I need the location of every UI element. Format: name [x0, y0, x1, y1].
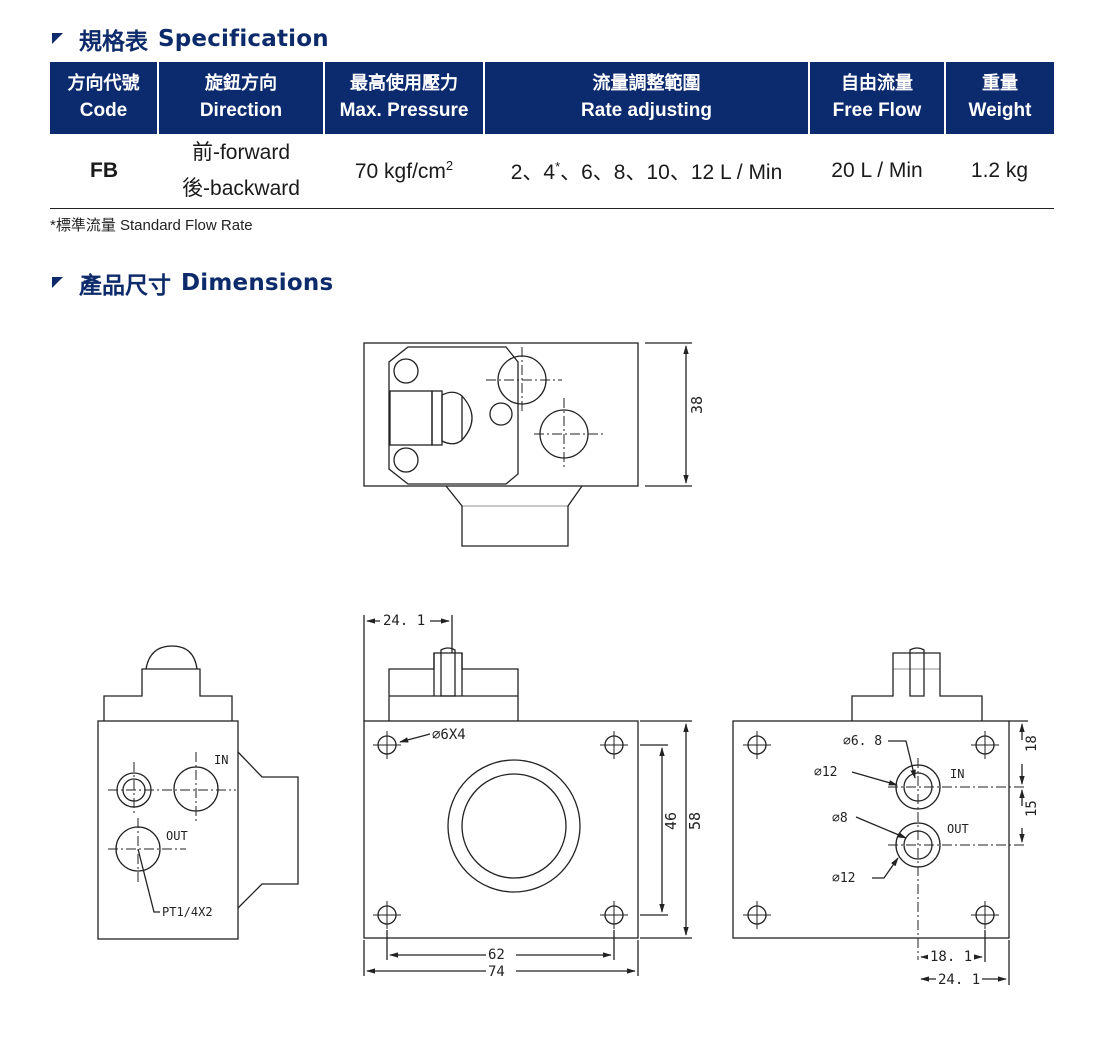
mount-holes: [373, 731, 628, 929]
dim-24-1-top-label: 24. 1: [383, 613, 425, 629]
footnote: *標準流量 Standard Flow Rate: [50, 217, 253, 234]
hole-spec-label: ⌀6X4: [432, 727, 466, 743]
dim-heading-zh: 產品尺寸: [79, 273, 171, 299]
dim-heading-en: Dimensions: [181, 270, 334, 296]
d-12-a-label: ⌀12: [814, 765, 837, 780]
top-view: 38: [363, 342, 706, 547]
dim-62-label: 62: [488, 947, 505, 963]
front-view: 24. 1 ⌀6X4 46 58 62 74: [363, 613, 704, 980]
side-out-label: OUT: [166, 829, 188, 843]
dim-24-1-bottom-label: 24. 1: [938, 972, 980, 988]
dim-46-label: 46: [662, 812, 680, 830]
triangle-bullet-icon: [52, 32, 63, 44]
cell-code: FB: [50, 134, 158, 209]
d-12-b-label: ⌀12: [832, 871, 855, 886]
cell-pressure: 70 kgf/cm2: [324, 134, 484, 209]
dim-18-label: 18: [1024, 735, 1040, 752]
rear-in-label: IN: [950, 767, 964, 781]
side-in-label: IN: [214, 753, 228, 767]
dim-18-1-label: 18. 1: [930, 949, 972, 965]
dim-heading: 產品尺寸 Dimensions: [52, 266, 333, 300]
triangle-bullet-icon: [52, 276, 63, 288]
d-6-8-label: ⌀6. 8: [843, 734, 882, 749]
direction-forward: 前-forward: [191, 141, 291, 164]
dim-15-label: 15: [1024, 800, 1040, 817]
spec-heading: 規格表 Specification: [52, 22, 329, 56]
cell-rate: 2、4*、6、8、10、12 L / Min: [484, 134, 809, 209]
port-spec-label: PT1/4X2: [162, 905, 213, 919]
rear-view: ⌀6. 8 ⌀12 IN ⌀8 OUT ⌀12 18 15 18. 1 24. …: [732, 647, 1040, 988]
direction-backward: 後-backward: [182, 177, 300, 200]
dim-58-label: 58: [686, 812, 704, 830]
d-8-label: ⌀8: [832, 811, 848, 826]
rear-out-label: OUT: [947, 822, 969, 836]
spec-heading-zh: 規格表: [79, 29, 148, 55]
cell-weight: 1.2 kg: [945, 134, 1054, 209]
table-row: FB 前-forward 後-backward 70 kgf/cm2 2、4*、…: [50, 134, 1054, 209]
cell-direction: 前-forward 後-backward: [158, 134, 324, 209]
dim-38-label: 38: [688, 396, 706, 414]
dim-74-label: 74: [488, 964, 505, 980]
spec-heading-en: Specification: [158, 26, 329, 52]
rear-mount-holes: [743, 731, 999, 929]
cell-free-flow: 20 L / Min: [809, 134, 945, 209]
side-view: IN OUT PT1/4X2: [97, 645, 299, 940]
